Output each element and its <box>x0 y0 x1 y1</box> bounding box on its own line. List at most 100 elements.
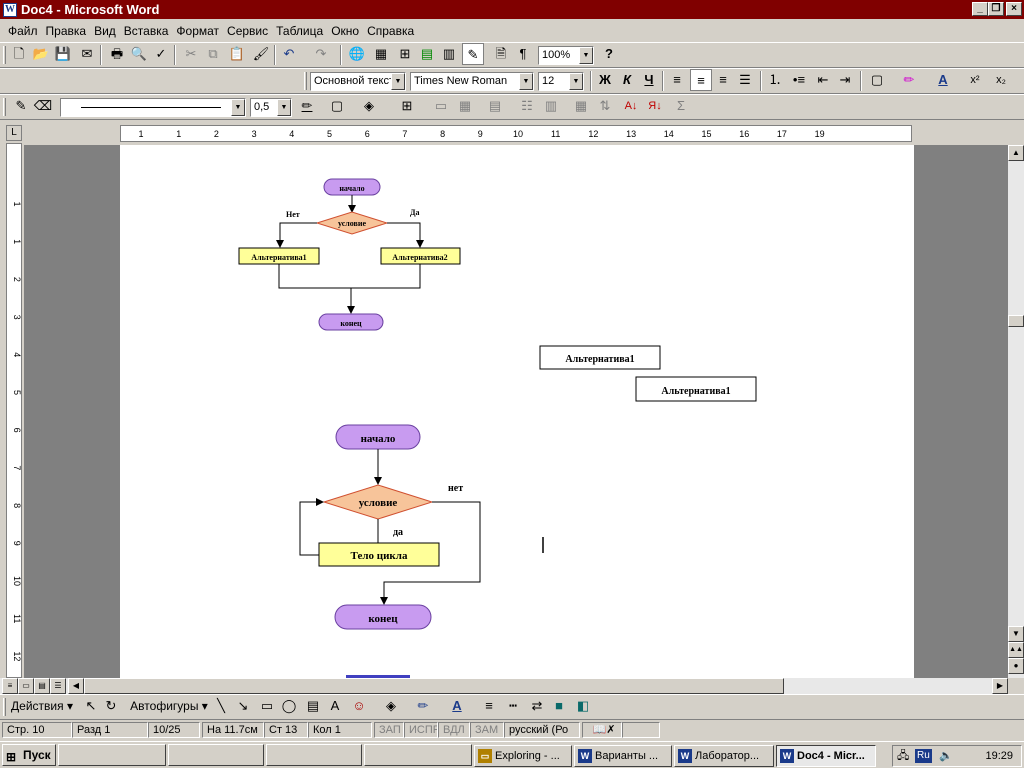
status-trk[interactable]: ИСПР <box>404 722 438 738</box>
eraser-icon[interactable]: ⌫ <box>33 98 53 113</box>
insert-table-icon[interactable]: ⊞ <box>401 98 413 113</box>
save-icon[interactable]: 💾 <box>54 46 72 61</box>
italic-button[interactable]: К <box>623 72 631 87</box>
align-top-icon[interactable]: ▤ <box>488 98 502 113</box>
arrow-icon[interactable]: ↘ <box>237 698 249 713</box>
autoshapes-menu[interactable]: Автофигуры ▾ <box>130 699 208 713</box>
line-icon[interactable]: ╲ <box>217 698 225 713</box>
shadow-icon[interactable]: ■ <box>555 698 563 713</box>
distribute-cols-icon[interactable]: ▥ <box>544 98 558 113</box>
menu-tools[interactable]: Сервис <box>227 23 269 38</box>
wordart-icon[interactable]: A <box>330 698 340 713</box>
page-view-icon[interactable]: ▤ <box>34 678 50 694</box>
menu-table[interactable]: Таблица <box>276 23 324 38</box>
style-combo[interactable]: Основной текст ▼ <box>310 72 406 91</box>
increase-indent-icon[interactable]: ⇥ <box>839 72 851 87</box>
horizontal-scroll-thumb[interactable] <box>84 678 784 694</box>
menu-format[interactable]: Формат <box>176 23 220 38</box>
outside-border-icon[interactable]: ▢ <box>330 98 344 113</box>
web-view-icon[interactable]: ▭ <box>18 678 34 694</box>
menu-view[interactable]: Вид <box>94 23 116 38</box>
chevron-down-icon[interactable]: ▼ <box>579 47 593 64</box>
decrease-indent-icon[interactable]: ⇤ <box>817 72 829 87</box>
menu-help[interactable]: Справка <box>367 23 415 38</box>
columns-icon[interactable]: ▥ <box>442 46 456 61</box>
volume-icon[interactable]: 🔈 <box>939 750 953 762</box>
loop-end-terminal[interactable] <box>334 604 432 630</box>
chevron-down-icon[interactable]: ▼ <box>391 73 405 90</box>
show-formatting-icon[interactable]: ¶ <box>519 46 527 61</box>
oval-icon[interactable]: ◯ <box>281 698 297 713</box>
drawing-icon[interactable]: ✎ <box>462 43 484 65</box>
arrow-style-icon[interactable]: ⇄ <box>531 698 543 713</box>
tab-selector[interactable]: L <box>6 125 22 141</box>
clipart-icon[interactable]: ☺ <box>352 698 366 713</box>
align-center-icon[interactable]: ≡ <box>690 69 712 91</box>
status-ovr[interactable]: ЗАМ <box>470 722 504 738</box>
close-button[interactable]: × <box>1006 2 1022 16</box>
outline-view-icon[interactable]: ☰ <box>50 678 66 694</box>
draw-table-icon[interactable]: ✎ <box>15 98 27 113</box>
undo-icon[interactable]: ↶ <box>283 46 295 61</box>
bullets-icon[interactable]: •≡ <box>792 72 806 87</box>
scroll-left-icon[interactable]: ◀ <box>68 678 84 694</box>
cut-icon[interactable]: ✂ <box>185 46 197 61</box>
end-terminal[interactable] <box>318 313 384 331</box>
scroll-up-icon[interactable]: ▲ <box>1008 145 1024 161</box>
copy-icon[interactable]: ⧉ <box>208 46 218 61</box>
spelling-icon[interactable]: ✓ <box>155 46 167 61</box>
line-weight-combo[interactable]: 0,5 ▼ <box>250 98 292 117</box>
chevron-down-icon[interactable]: ▼ <box>569 73 583 90</box>
maximize-button[interactable]: ❐ <box>988 2 1004 16</box>
superscript-icon[interactable]: x² <box>970 74 980 86</box>
chevron-down-icon[interactable]: ▼ <box>231 99 245 116</box>
align-left-icon[interactable]: ≡ <box>673 72 681 87</box>
menu-edit[interactable]: Правка <box>45 23 87 38</box>
distribute-rows-icon[interactable]: ☷ <box>521 98 533 113</box>
autoformat-icon[interactable]: ▦ <box>574 98 588 113</box>
start-button[interactable]: ⊞ Пуск <box>2 744 56 766</box>
open-icon[interactable]: 📂 <box>32 46 50 61</box>
align-right-icon[interactable]: ≡ <box>719 72 727 87</box>
redo-icon[interactable]: ↷ <box>315 46 327 61</box>
border-icon[interactable]: ▢ <box>870 72 884 87</box>
tables-borders-icon[interactable]: ▦ <box>374 46 388 61</box>
scroll-down-icon[interactable]: ▼ <box>1008 626 1024 642</box>
3d-icon[interactable]: ◧ <box>576 698 590 713</box>
font-size-combo[interactable]: 12 ▼ <box>538 72 584 91</box>
drawing-font-color-icon[interactable]: A <box>452 698 462 713</box>
help-icon[interactable]: ? <box>605 46 613 61</box>
doc-map-icon[interactable]: 🗎 <box>495 46 507 61</box>
rectangle-icon[interactable]: ▭ <box>260 698 274 713</box>
paste-icon[interactable]: 📋 <box>228 46 246 61</box>
prev-page-icon[interactable]: ▲▲ <box>1008 642 1024 658</box>
word-icon[interactable]: W <box>3 2 17 17</box>
print-icon[interactable]: 🖶 <box>110 46 124 61</box>
chevron-down-icon[interactable]: ▼ <box>277 99 291 116</box>
web-icon[interactable]: 🌐 <box>348 46 366 61</box>
font-combo[interactable]: Times New Roman ▼ <box>410 72 534 91</box>
excel-icon[interactable]: ▤ <box>420 46 434 61</box>
taskbar-empty-slot-3[interactable] <box>266 744 362 766</box>
font-color-icon[interactable]: A <box>938 72 948 87</box>
vertical-scrollbar[interactable]: ▲ ▼ ▲▲ ● <box>1008 145 1024 678</box>
language-indicator[interactable]: Ru <box>915 749 932 763</box>
spelling-status-icon[interactable]: 📖✗ <box>582 722 622 738</box>
status-ext[interactable]: ВДЛ <box>438 722 470 738</box>
fill-color-icon[interactable]: ◈ <box>386 698 396 713</box>
dash-style-icon[interactable]: ┅ <box>509 698 517 713</box>
menu-window[interactable]: Окно <box>331 23 360 38</box>
merge-cells-icon[interactable]: ▭ <box>434 98 448 113</box>
textbox-icon[interactable]: ▤ <box>306 698 320 713</box>
line-style-icon[interactable]: ≡ <box>485 698 493 713</box>
textbox-alternative-1[interactable] <box>539 345 661 370</box>
taskbar-empty-slot-2[interactable] <box>168 744 264 766</box>
minimize-button[interactable]: _ <box>972 2 988 16</box>
zoom-combo[interactable]: 100% ▼ <box>538 46 594 65</box>
highlight-icon[interactable]: ✏ <box>903 72 915 87</box>
shading-icon[interactable]: ◈ <box>364 98 374 113</box>
underline-button[interactable]: Ч <box>644 72 654 87</box>
document-page[interactable]: начало условие Нет Да Альтернатива1 Альт… <box>120 145 914 678</box>
